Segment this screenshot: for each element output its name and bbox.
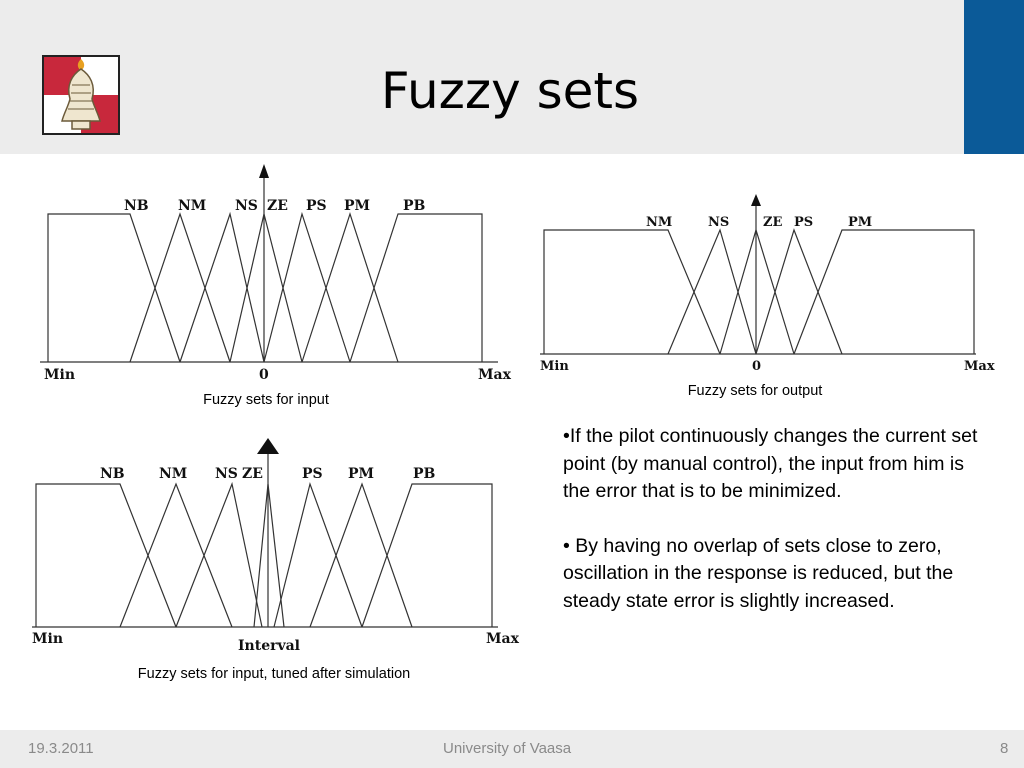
bullet-item: •If the pilot continuously changes the c… [563,425,978,502]
bullet-item: • By having no overlap of sets close to … [563,534,954,612]
set-label: PS [794,215,813,230]
set-label: NM [178,198,206,214]
output-fuzzy-sets-diagram: NM NS ZE PS PM Min 0 Max [540,194,995,374]
axis-min-label: Min [44,367,75,383]
tuned-diagram-caption: Fuzzy sets for input, tuned after simula… [137,666,411,682]
axis-max-label: Max [486,631,520,647]
set-label: ZE [267,198,288,214]
set-label: NS [235,198,258,214]
accent-bar [964,0,1024,154]
set-label: PS [306,198,327,214]
axis-center-label: 0 [259,367,269,383]
tuned-input-fuzzy-sets-diagram: NB NM NS ZE PS PM PB Min Interval Max [32,438,520,654]
axis-center-label: 0 [752,359,761,374]
axis-center-label: Interval [238,638,300,654]
set-label: NB [100,466,125,482]
set-label: ZE [763,215,782,230]
set-label: NM [159,466,187,482]
output-diagram-caption: Fuzzy sets for output [687,383,823,399]
slide-title: Fuzzy sets [380,62,640,120]
university-logo [42,55,120,135]
slide-header [0,0,1024,154]
input-fuzzy-sets-diagram: NB NM NS ZE PS PM PB Min 0 Max [40,164,512,383]
footer-organization: University of Vaasa [443,740,572,757]
set-label: PB [403,198,426,214]
axis-max-label: Max [478,367,512,383]
set-label: NS [708,215,729,230]
set-label: NB [124,198,149,214]
footer-date: 19.3.2011 [28,740,94,757]
set-label: PS [302,466,323,482]
slide-footer: 19.3.2011 University of Vaasa 8 [0,730,1024,768]
set-label: PM [348,466,374,482]
axis-min-label: Min [32,631,63,647]
set-label: NM [646,215,672,230]
explanation-text: •If the pilot continuously changes the c… [563,423,983,642]
input-diagram-caption: Fuzzy sets for input [203,392,329,408]
set-label: ZE [242,466,263,482]
set-label: PB [413,466,436,482]
axis-min-label: Min [540,359,569,374]
set-label: PM [344,198,370,214]
set-label: PM [848,215,872,230]
set-label: NS [215,466,238,482]
page-number: 8 [1000,740,1009,757]
axis-max-label: Max [964,359,995,374]
